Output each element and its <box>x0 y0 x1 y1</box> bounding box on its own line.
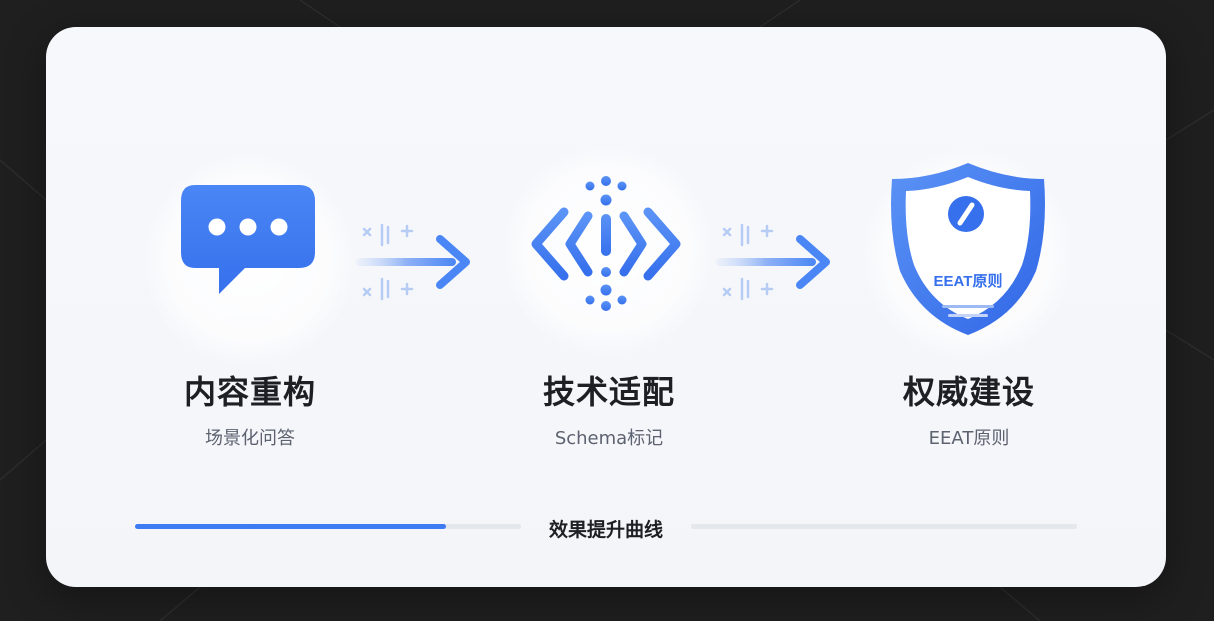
step-subtitle: 场景化问答 <box>205 428 295 449</box>
progress-track-right <box>691 524 1077 529</box>
flow-arrow-icon <box>714 217 839 311</box>
flow-arrow-icon <box>354 217 479 311</box>
step-title: 权威建设 <box>902 373 1035 411</box>
process-card: 内容重构 场景化问答 <box>46 27 1166 587</box>
chat-bubble-icon <box>179 182 319 306</box>
step-title: 内容重构 <box>183 373 316 411</box>
progress-fill <box>135 524 446 529</box>
shield-icon: EEAT原则 <box>888 159 1048 343</box>
step-subtitle: Schema标记 <box>554 428 664 449</box>
progress-label: 效果提升曲线 <box>548 519 663 541</box>
step-title: 技术适配 <box>542 373 675 411</box>
code-brackets-icon <box>528 172 688 321</box>
step-subtitle: EEAT原则 <box>928 428 1010 449</box>
shield-badge-text: EEAT原则 <box>934 272 1003 290</box>
